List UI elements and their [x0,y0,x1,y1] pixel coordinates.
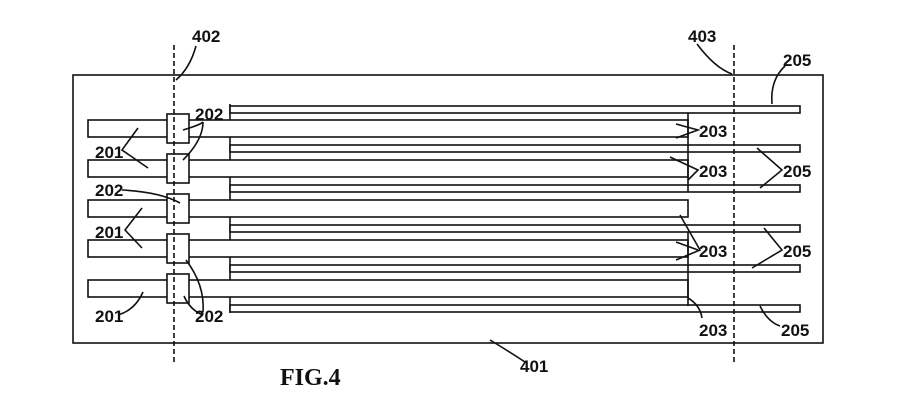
label-202: 202 [95,181,123,200]
label-202: 202 [195,307,223,326]
second-electrode-strip [229,304,801,313]
label-205: 205 [781,321,809,340]
label-203: 203 [699,162,727,181]
label-205: 205 [783,51,811,70]
label-203: 203 [699,321,727,340]
substrate-outline [72,74,824,344]
label-202: 202 [195,105,223,124]
label-402: 402 [192,27,220,46]
leader-lines [117,43,786,363]
pad-202 [166,273,190,304]
second-electrode-strip [229,184,801,193]
second-electrode-strip [229,224,801,233]
label-205: 205 [783,242,811,261]
label-201: 201 [95,223,123,242]
second-electrode-strip [229,105,801,114]
label-201: 201 [95,307,123,326]
first-electrode-strip [87,199,689,218]
pad-202 [166,153,190,184]
label-403: 403 [688,27,716,46]
pad-202 [166,193,190,224]
label-205: 205 [783,162,811,181]
label-401: 401 [520,357,548,376]
figure-caption: FIG.4 [280,365,341,391]
label-203: 203 [699,242,727,261]
label-203: 203 [699,122,727,141]
pad-202 [166,233,190,264]
label-201: 201 [95,143,123,162]
second-electrode-strip [229,264,801,273]
second-electrode-strip [229,144,801,153]
